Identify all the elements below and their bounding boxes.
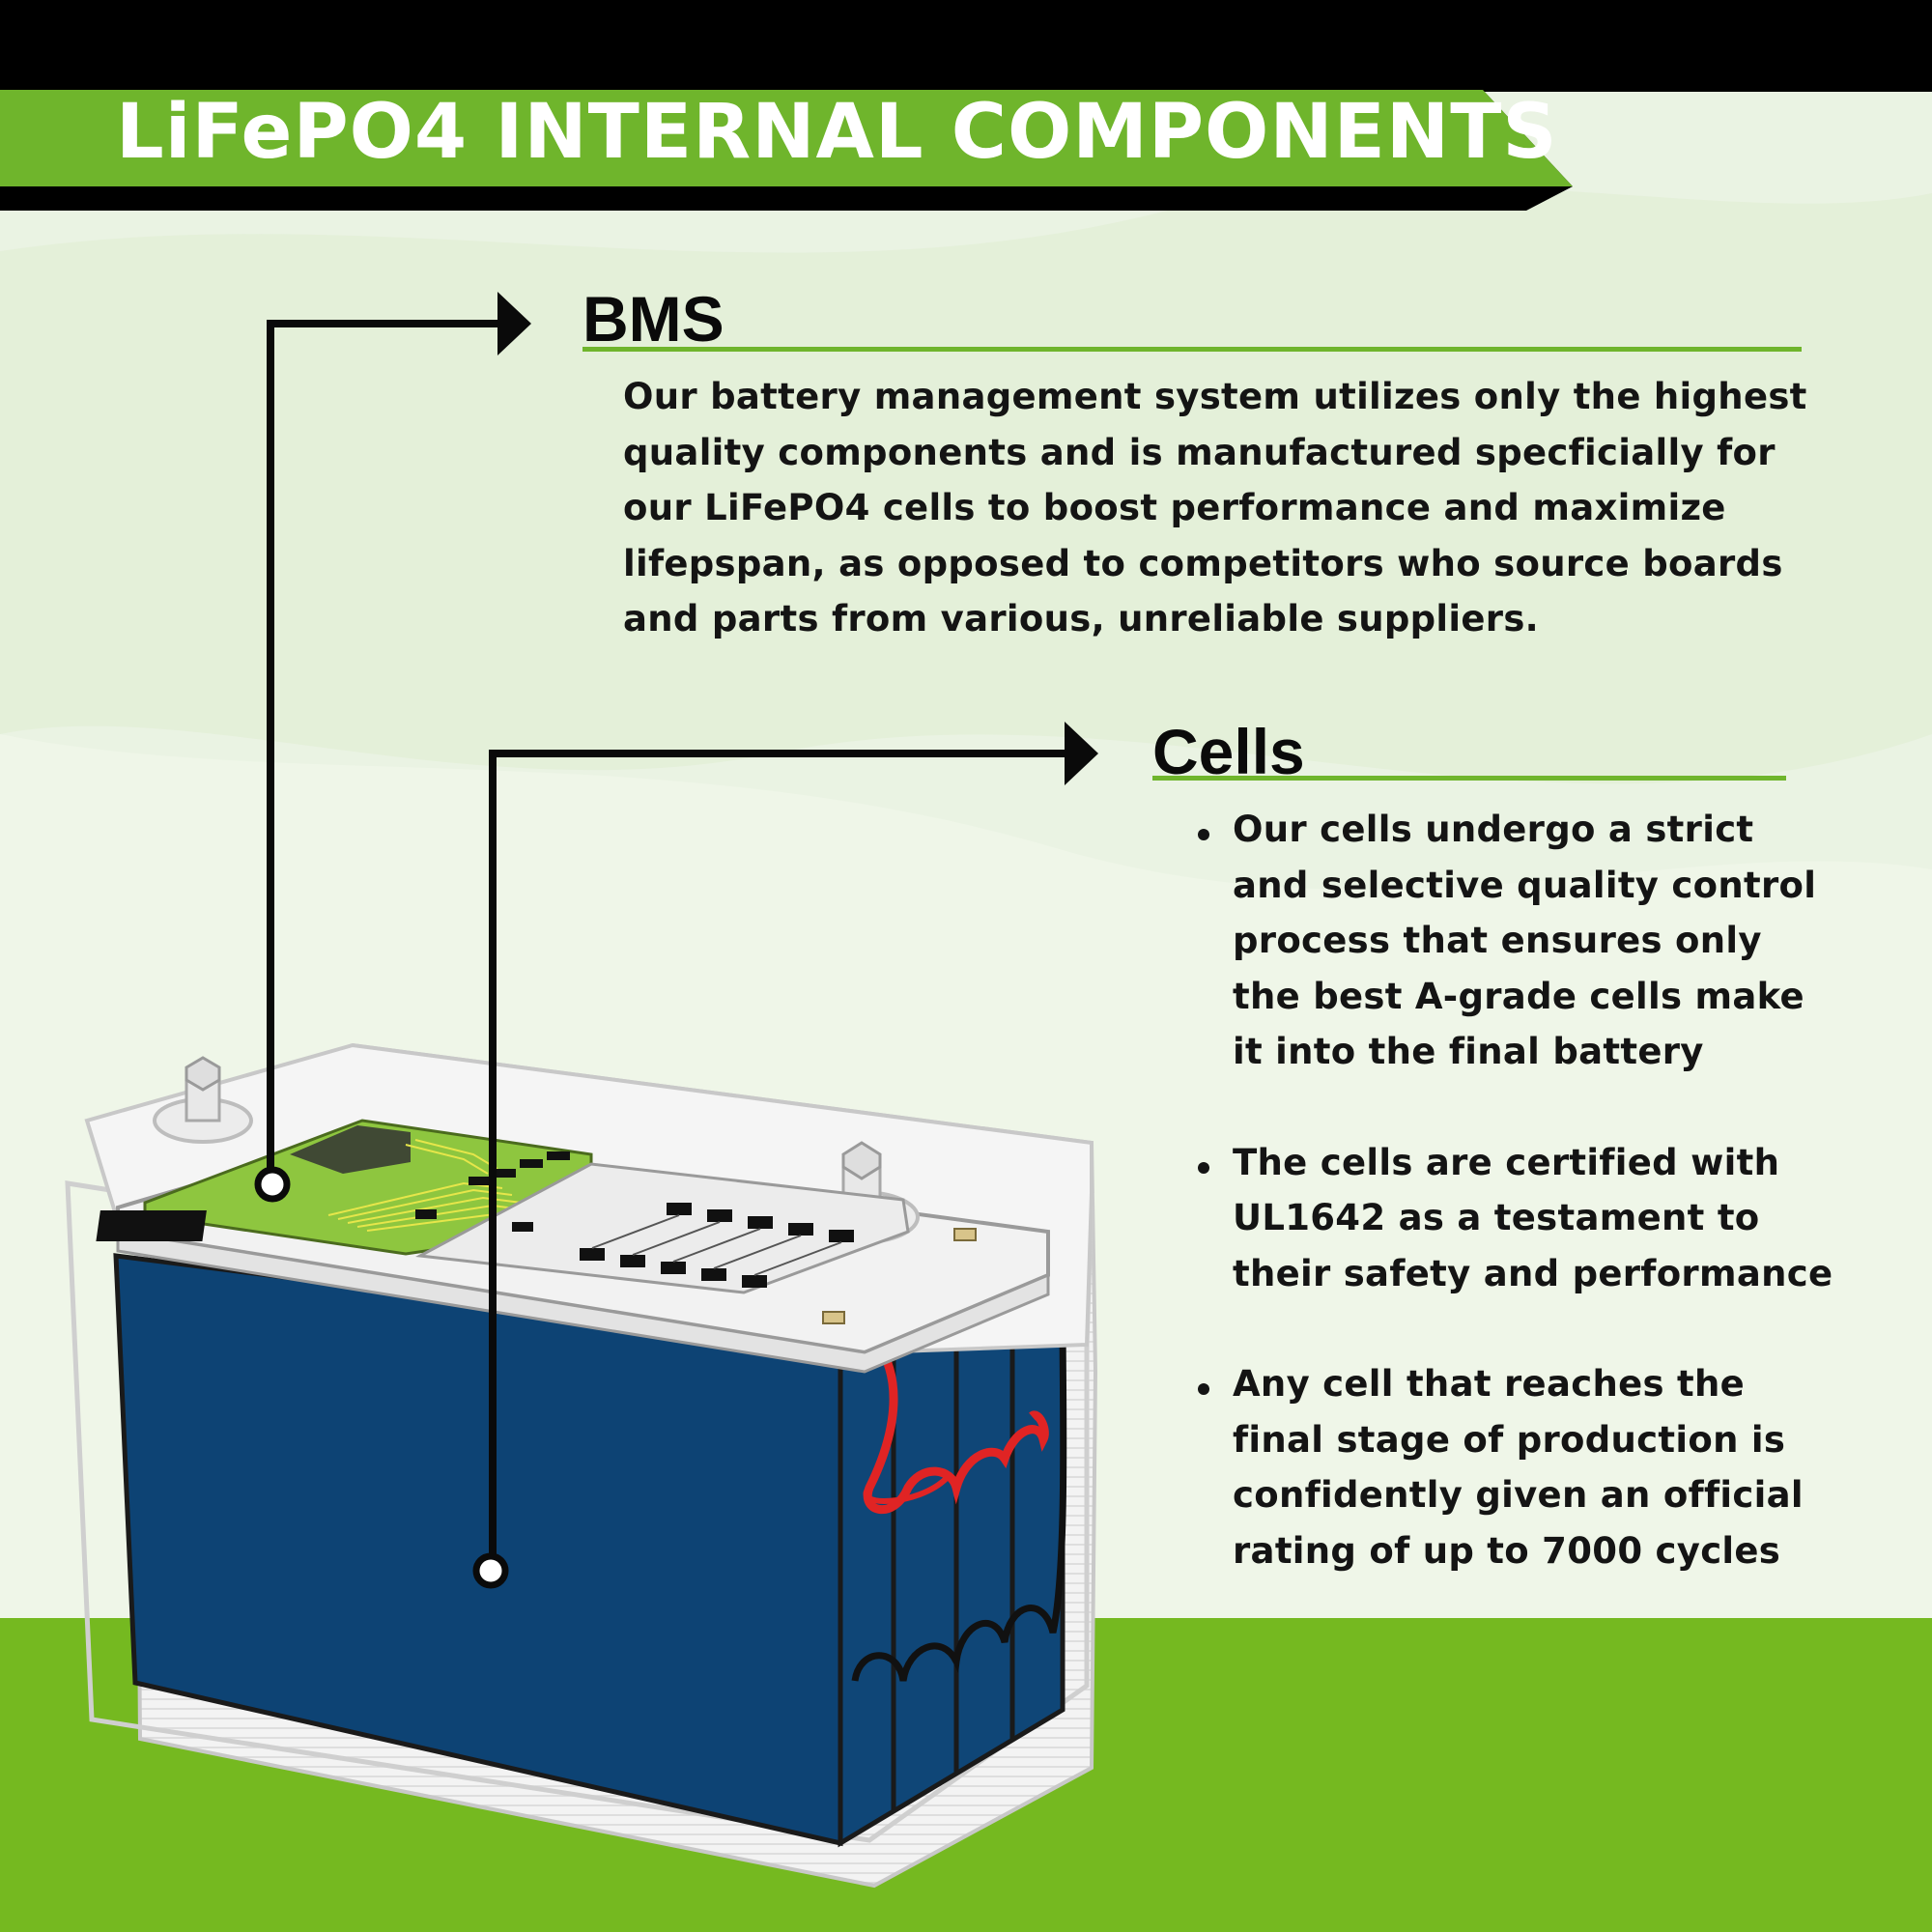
cells-bullet-certification: The cells are certified with UL1642 as a…	[1198, 1135, 1833, 1302]
bullet-line: Any cell that reaches the	[1233, 1363, 1746, 1405]
bullet-line: Our cells undergo a strict	[1233, 809, 1754, 850]
bms-heading: BMS	[582, 283, 724, 355]
cells-underline	[1152, 776, 1786, 781]
bms-callout-dot	[254, 1166, 291, 1203]
bms-line: lifepspan, as opposed to competitors who…	[623, 542, 1783, 584]
bullet-line: process that ensures only	[1233, 920, 1762, 961]
bullet-line: confidently given an official	[1233, 1474, 1804, 1516]
bullet-line: it into the final battery	[1233, 1031, 1704, 1072]
cells-bullet-cycle-rating: Any cell that reaches the final stage of…	[1198, 1356, 1833, 1578]
top-black-band	[0, 0, 1932, 92]
bullet-line: their safety and performance	[1233, 1252, 1833, 1294]
cells-callout-dot	[472, 1552, 509, 1589]
bms-description: Our battery management system utilizes o…	[623, 369, 1879, 647]
bullet-line: and selective quality control	[1233, 864, 1817, 906]
cells-callout-line	[472, 722, 1098, 1589]
circuit-board	[415, 1162, 910, 1294]
page-title: LiFePO4 INTERNAL COMPONENTS	[116, 89, 1558, 176]
cells-heading: Cells	[1152, 716, 1305, 787]
bullet-line: rating of up to 7000 cycles	[1233, 1529, 1781, 1572]
bms-callout-line	[254, 292, 531, 1203]
bms-line: and parts from various, unreliable suppl…	[623, 598, 1540, 639]
bullet-line: UL1642 as a testament to	[1233, 1197, 1760, 1238]
bullet-line: the best A-grade cells make	[1233, 975, 1804, 1017]
cells-bullet-list: Our cells undergo a strict and selective…	[1198, 802, 1833, 1578]
bms-underline	[582, 347, 1802, 352]
negative-terminal	[153, 1056, 253, 1144]
bms-line: Our battery management system utilizes o…	[623, 376, 1807, 417]
bms-line: our LiFePO4 cells to boost performance a…	[623, 487, 1726, 528]
red-wire	[825, 1309, 1049, 1515]
bullet-line: final stage of production is	[1233, 1418, 1786, 1461]
title-banner	[0, 90, 1573, 186]
bms-line: quality components and is manufactured s…	[623, 431, 1776, 473]
battery-illustration	[65, 1042, 1098, 1889]
cells-bullet-qc: Our cells undergo a strict and selective…	[1198, 802, 1833, 1080]
bullet-line: The cells are certified with	[1233, 1141, 1780, 1183]
